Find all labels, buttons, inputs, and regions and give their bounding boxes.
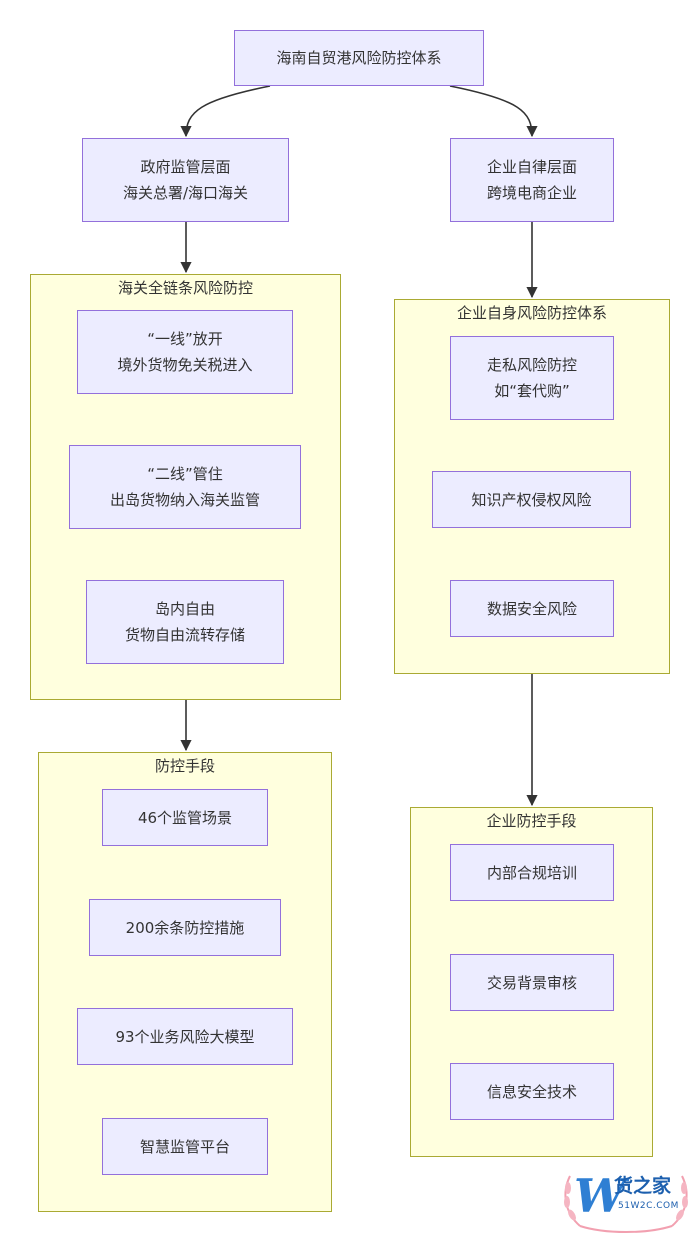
node-ent-line1: 企业自律层面 [486,158,577,176]
node-line1-line2: 境外货物免关税进入 [117,356,253,374]
node-ent: 企业自律层面 跨境电商企业 [450,138,614,222]
node-smuggle: 走私风险防控 如“套代购” [450,336,614,420]
node-e2: 交易背景审核 [450,954,614,1011]
node-e1-line1: 内部合规培训 [486,863,577,882]
node-e2-line1: 交易背景审核 [486,973,577,992]
node-line1: “一线”放开 境外货物免关税进入 [77,310,293,394]
node-line2-line2: 出岛货物纳入海关监管 [109,491,260,509]
cluster-ent-measures-title: 企业防控手段 [486,812,577,830]
node-e3-line1: 信息安全技术 [486,1082,577,1101]
watermark-name: 货之家 [614,1175,672,1197]
node-smuggle-line2: 如“套代购” [494,382,570,400]
watermark-letter: W [574,1169,626,1223]
node-root-line1: 海南自贸港风险防控体系 [276,49,442,67]
node-island: 岛内自由 货物自由流转存储 [86,580,284,664]
node-gov-line2: 海关总署/海口海关 [122,184,249,202]
watermark-logo: W 货之家 51W2C.COM [560,1168,692,1234]
watermark-site: 51W2C.COM [618,1201,679,1211]
node-ip: 知识产权侵权风险 [432,471,631,528]
node-e1: 内部合规培训 [450,844,614,901]
node-line2: “二线”管住 出岛货物纳入海关监管 [69,445,301,529]
node-m4: 智慧监管平台 [102,1118,268,1175]
laurel-icon [564,1175,688,1233]
node-m2-line1: 200余条防控措施 [125,918,245,937]
node-datasec-line1: 数据安全风险 [486,599,577,618]
cluster-measures-title: 防控手段 [154,757,215,775]
node-island-line1: 岛内自由 [154,600,215,618]
node-m1: 46个监管场景 [102,789,268,846]
node-gov: 政府监管层面 海关总署/海口海关 [82,138,289,222]
node-ent-line2: 跨境电商企业 [486,184,577,202]
node-m3-line1: 93个业务风险大模型 [115,1027,255,1046]
node-ip-line1: 知识产权侵权风险 [471,490,592,509]
node-m1-line1: 46个监管场景 [137,808,233,827]
edge-root-gov [180,85,271,138]
node-line2-line1: “二线”管住 [147,465,223,483]
node-m4-line1: 智慧监管平台 [139,1137,230,1156]
node-line1-line1: “一线”放开 [147,330,223,348]
node-m3: 93个业务风险大模型 [77,1008,293,1065]
node-e3: 信息安全技术 [450,1063,614,1120]
node-root: 海南自贸港风险防控体系 [234,30,484,86]
node-gov-line1: 政府监管层面 [140,158,231,176]
node-island-line2: 货物自由流转存储 [124,626,245,644]
node-smuggle-line1: 走私风险防控 [486,356,577,374]
node-datasec: 数据安全风险 [450,580,614,637]
cluster-enterprise-title: 企业自身风险防控体系 [456,304,607,322]
cluster-customs-title: 海关全链条风险防控 [117,279,253,297]
edge-root-ent [449,85,538,138]
node-m2: 200余条防控措施 [89,899,281,956]
